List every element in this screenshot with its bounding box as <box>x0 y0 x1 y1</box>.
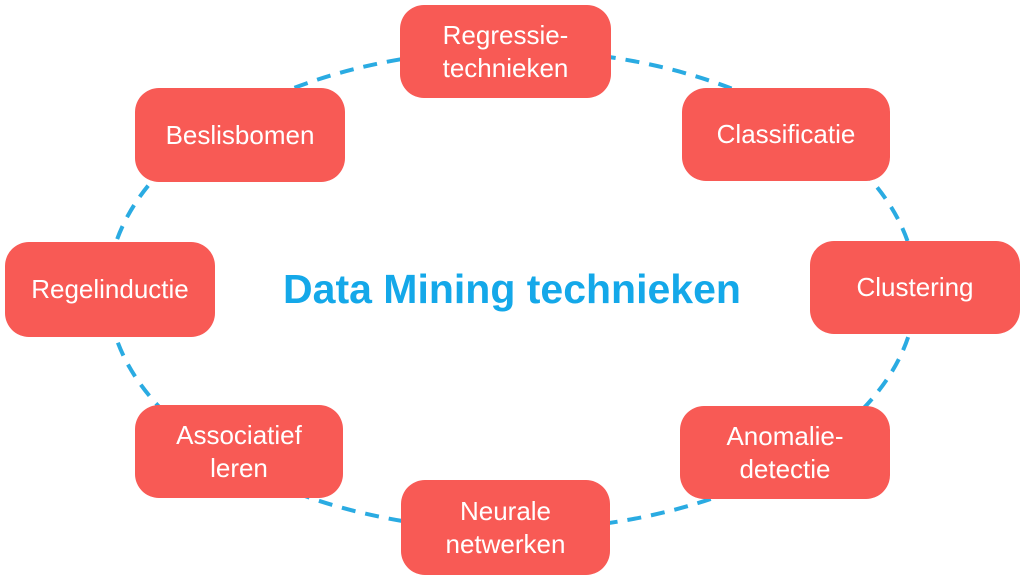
node-regelinductie: Regelinductie <box>5 242 215 337</box>
node-associatief-leren: Associatief leren <box>135 405 343 498</box>
node-classificatie: Classificatie <box>682 88 890 181</box>
node-neurale-netwerken: Neurale netwerken <box>401 480 610 575</box>
node-clustering: Clustering <box>810 241 1020 334</box>
node-beslisbomen: Beslisbomen <box>135 88 345 182</box>
node-regressie-technieken: Regressie- technieken <box>400 5 611 98</box>
diagram-title: Data Mining technieken <box>283 266 741 312</box>
node-anomalie-detectie: Anomalie- detectie <box>680 406 890 499</box>
